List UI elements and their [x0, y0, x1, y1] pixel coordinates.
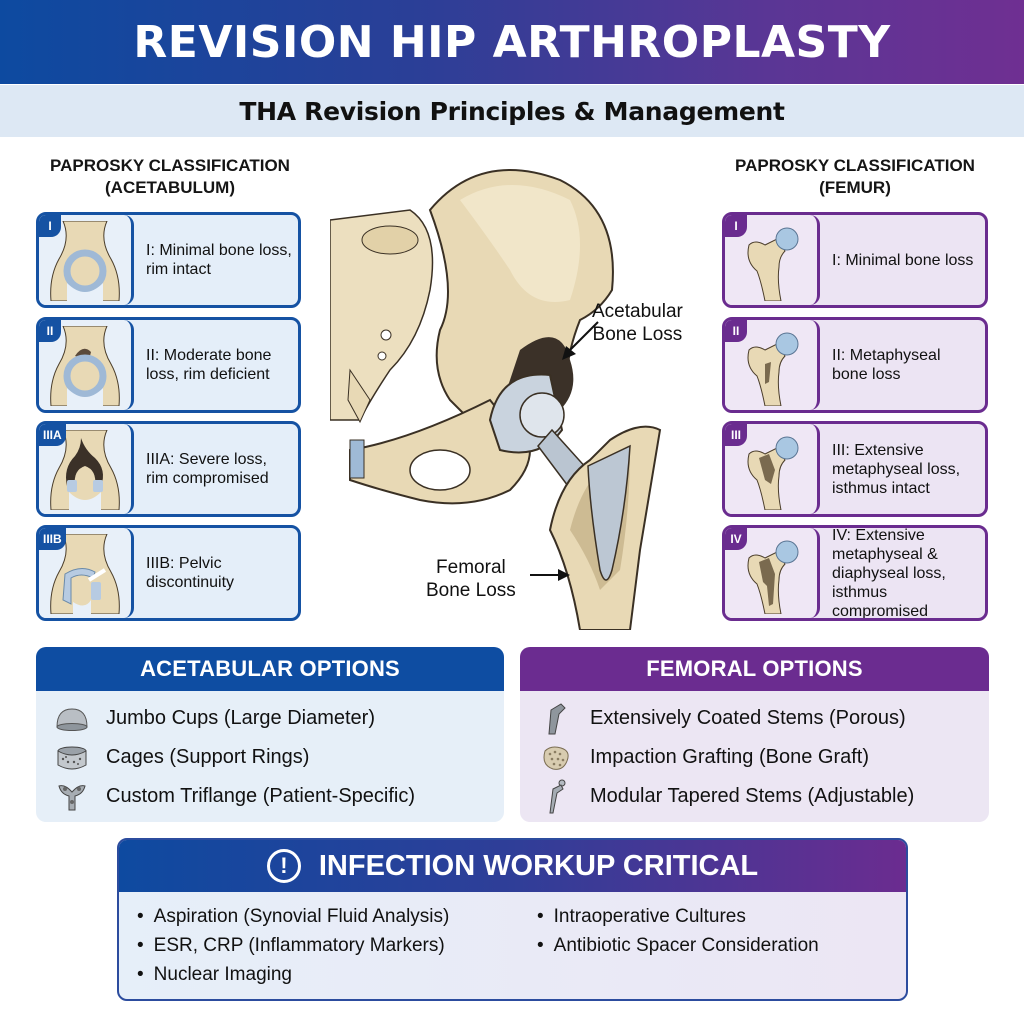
acetabular-options-heading: ACETABULAR OPTIONS: [36, 647, 504, 691]
femur-class-card-i: I I: Minimal bone loss: [722, 212, 988, 308]
acetabular-options-panel: ACETABULAR OPTIONS Jumbo Cups (Large Dia…: [36, 647, 504, 822]
page-title: REVISION HIP ARTHROPLASTY: [133, 16, 891, 68]
class-badge: II: [725, 320, 747, 342]
acetabulum-class-card-iiia: IIIA IIIA: Severe loss, rim compromised: [36, 421, 301, 517]
class-description: IV: Extensive metaphyseal & diaphyseal l…: [832, 526, 946, 620]
thumbnail: IV: [725, 528, 820, 618]
femoral-options-panel: FEMORAL OPTIONS Extensively Coated Stems…: [520, 647, 989, 822]
femoral-bone-loss-callout: Femoral Bone Loss: [426, 556, 516, 602]
callout-line: Bone Loss: [592, 324, 683, 345]
class-badge: IV: [725, 528, 747, 550]
acetabulum-class-card-ii: II II: Moderate bone loss, rim deficient: [36, 317, 301, 413]
pelvis-implant-icon: [329, 169, 662, 631]
class-description: I: Minimal bone loss, rim intact: [146, 242, 292, 278]
page-subtitle: THA Revision Principles & Management: [239, 96, 785, 126]
option-label: Extensively Coated Stems (Porous): [590, 707, 906, 729]
femoral-options-list: Extensively Coated Stems (Porous) Impact…: [520, 691, 989, 816]
acetabulum-type-ii-icon: [50, 326, 120, 406]
callout-line: Acetabular: [592, 301, 683, 322]
class-description: II: Metaphyseal bone loss: [832, 347, 941, 383]
option-label: Cages (Support Rings): [106, 746, 310, 768]
option-label: Custom Triflange (Patient-Specific): [106, 785, 416, 807]
class-badge: I: [725, 215, 747, 237]
infection-workup-panel: ! INFECTION WORKUP CRITICAL Aspiration (…: [117, 838, 908, 1001]
list-item: Aspiration (Synovial Fluid Analysis): [137, 902, 537, 931]
femur-class-card-iii: III III: Extensive metaphyseal loss, ist…: [722, 421, 988, 517]
heading-line: PAPROSKY CLASSIFICATION: [735, 156, 975, 175]
list-item: ESR, CRP (Inflammatory Markers): [137, 931, 537, 960]
class-description: IIIB: Pelvic discontinuity: [146, 555, 235, 591]
infection-workup-header: ! INFECTION WORKUP CRITICAL: [119, 840, 906, 892]
class-badge: IIIB: [39, 528, 66, 550]
class-badge: I: [39, 215, 61, 237]
option-label: Impaction Grafting (Bone Graft): [590, 746, 870, 768]
thumbnail: IIIB: [39, 528, 134, 618]
femur-type-ii-icon: [747, 332, 799, 406]
list-item: Impaction Grafting (Bone Graft): [536, 738, 989, 777]
option-label: Jumbo Cups (Large Diameter): [106, 707, 375, 729]
acetabulum-classification-heading: PAPROSKY CLASSIFICATION (ACETABULUM): [20, 155, 320, 199]
jumbo-cup-icon: [52, 703, 92, 735]
femur-classification-heading: PAPROSKY CLASSIFICATION (FEMUR): [705, 155, 1005, 199]
class-badge: IIIA: [39, 424, 66, 446]
thumbnail: I: [725, 215, 820, 305]
list-item: Intraoperative Cultures: [537, 902, 819, 931]
bone-graft-icon: [536, 742, 576, 774]
class-description: IIIA: Severe loss, rim compromised: [146, 451, 269, 487]
femur-class-card-iv: IV IV: Extensive metaphyseal & diaphysea…: [722, 525, 988, 621]
infection-workup-columns: Aspiration (Synovial Fluid Analysis) ESR…: [119, 892, 906, 989]
list-item: Custom Triflange (Patient-Specific): [52, 777, 504, 816]
heading-line: (ACETABULUM): [105, 178, 235, 197]
thumbnail: III: [725, 424, 820, 514]
list-item: Modular Tapered Stems (Adjustable): [536, 777, 989, 816]
list-item: Jumbo Cups (Large Diameter): [52, 699, 504, 738]
modular-stem-icon: [536, 779, 576, 813]
list-item: Extensively Coated Stems (Porous): [536, 699, 989, 738]
acetabulum-type-i-icon: [50, 221, 120, 301]
subtitle-banner: THA Revision Principles & Management: [0, 85, 1024, 137]
thumbnail: II: [725, 320, 820, 410]
infection-workup-list-1: Aspiration (Synovial Fluid Analysis) ESR…: [137, 902, 537, 989]
acetabulum-type-iiib-icon: [50, 534, 120, 614]
hip-revision-illustration: Acetabular Bone Loss Femoral Bone Loss: [329, 150, 710, 631]
femur-type-iv-icon: [747, 540, 799, 614]
alert-icon: !: [266, 849, 301, 883]
acetabulum-class-card-iiib: IIIB IIIB: Pelvic discontinuity: [36, 525, 301, 621]
class-badge: II: [39, 320, 61, 342]
acetabulum-class-card-i: I I: Minimal bone loss, rim intact: [36, 212, 301, 308]
class-description: I: Minimal bone loss: [832, 251, 974, 269]
list-item: Nuclear Imaging: [137, 960, 537, 989]
femur-type-i-icon: [747, 227, 799, 301]
class-badge: III: [725, 424, 747, 446]
class-description: III: Extensive metaphyseal loss, isthmus…: [832, 441, 961, 497]
callout-line: Bone Loss: [426, 580, 516, 601]
acetabular-options-list: Jumbo Cups (Large Diameter) Cages (Suppo…: [36, 691, 504, 816]
acetabular-bone-loss-callout: Acetabular Bone Loss: [592, 300, 683, 346]
thumbnail: II: [39, 320, 134, 410]
heading-line: (FEMUR): [819, 178, 891, 197]
heading-line: PAPROSKY CLASSIFICATION: [50, 156, 290, 175]
femur-class-card-ii: II II: Metaphyseal bone loss: [722, 317, 988, 413]
class-description: II: Moderate bone loss, rim deficient: [146, 347, 272, 383]
coated-stem-icon: [536, 702, 576, 735]
thumbnail: IIIA: [39, 424, 134, 514]
infection-workup-list-2: Intraoperative Cultures Antibiotic Space…: [537, 902, 819, 989]
femur-type-iii-icon: [747, 436, 799, 510]
thumbnail: I: [39, 215, 134, 305]
acetabulum-type-iiia-icon: [50, 430, 120, 510]
list-item: Cages (Support Rings): [52, 738, 504, 777]
callout-line: Femoral: [436, 557, 506, 578]
option-label: Modular Tapered Stems (Adjustable): [590, 785, 915, 807]
list-item: Antibiotic Spacer Consideration: [537, 931, 819, 960]
title-banner: REVISION HIP ARTHROPLASTY: [0, 0, 1024, 84]
femoral-options-heading: FEMORAL OPTIONS: [520, 647, 989, 691]
triflange-icon: [52, 781, 92, 813]
cage-ring-icon: [52, 742, 92, 774]
infection-workup-heading: INFECTION WORKUP CRITICAL: [318, 849, 759, 882]
